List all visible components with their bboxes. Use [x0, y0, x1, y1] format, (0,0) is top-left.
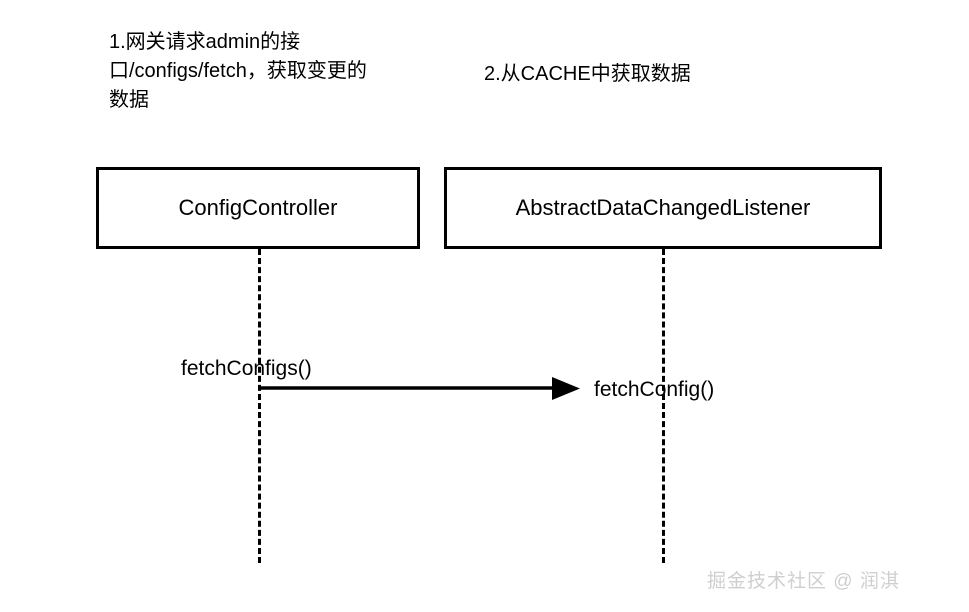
- participant-label: ConfigController: [178, 195, 338, 220]
- annotation-note-1: 1.网关请求admin的接口/configs/fetch，获取变更的数据: [109, 31, 367, 111]
- lifeline-config-controller: [258, 249, 261, 563]
- message-arrow-icon: [259, 377, 580, 400]
- participant-label: AbstractDataChangedListener: [515, 195, 811, 220]
- message-target-label: fetchConfig(): [594, 378, 715, 401]
- annotation-note-2: 2.从CACHE中获取数据: [484, 63, 691, 85]
- participant-box-config-controller[interactable]: ConfigController: [96, 167, 420, 249]
- message-source-label: fetchConfigs(): [181, 357, 312, 380]
- participant-box-abstract-data-changed-listener[interactable]: AbstractDataChangedListener: [444, 167, 882, 249]
- lifeline-abstract-data-changed-listener: [662, 249, 665, 563]
- watermark: 掘金技术社区 @ 润淇: [707, 571, 900, 592]
